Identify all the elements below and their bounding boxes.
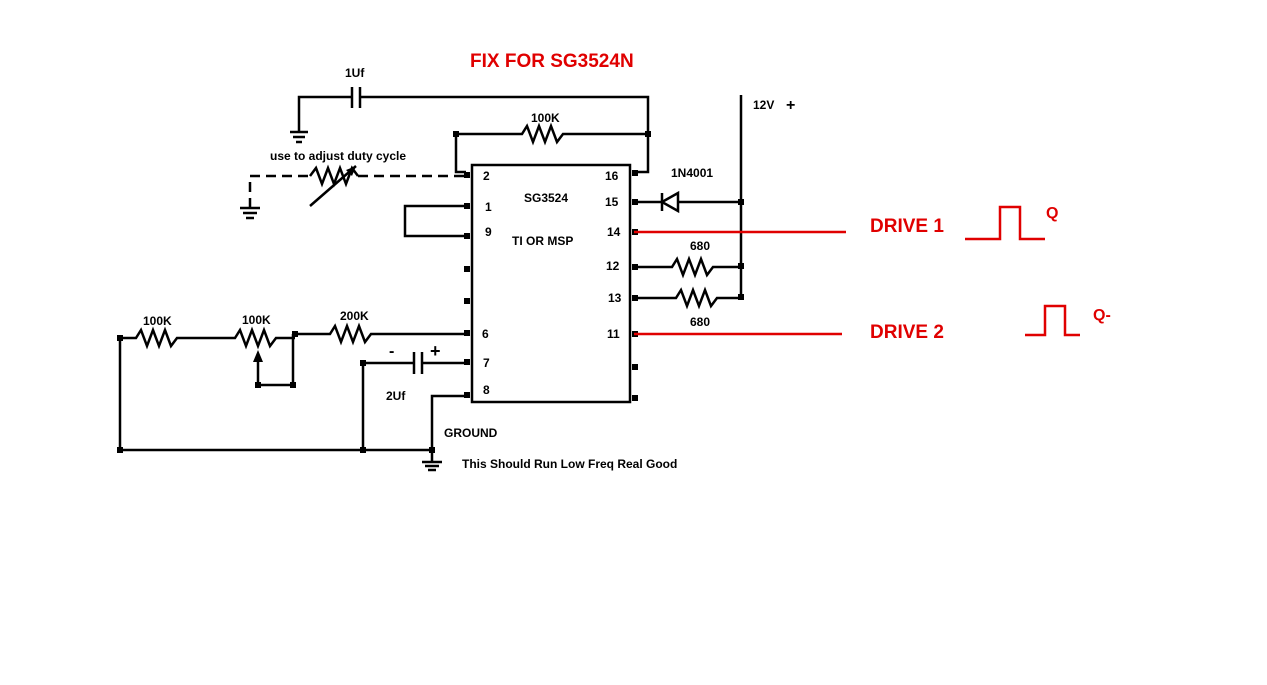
pin-label-7: 7 bbox=[483, 356, 490, 370]
pin-label-2: 2 bbox=[483, 169, 490, 183]
res-200k-label: 200K bbox=[340, 309, 369, 323]
resistor-680-b bbox=[634, 286, 741, 310]
drive2-waveform bbox=[1025, 304, 1080, 337]
comment-text: This Should Run Low Freq Real Good bbox=[462, 457, 677, 471]
pin-label-15: 15 bbox=[605, 195, 619, 209]
pin-label-11: 11 bbox=[607, 327, 620, 341]
pot-duty-cycle bbox=[248, 164, 466, 208]
ic-body bbox=[470, 163, 632, 404]
diode-label: 1N4001 bbox=[671, 166, 713, 180]
pin-label-8: 8 bbox=[483, 383, 490, 397]
ground-label: GROUND bbox=[444, 426, 498, 440]
pin-label-1: 1 bbox=[485, 200, 492, 214]
cap-2uf-plus: + bbox=[430, 341, 441, 361]
pin-label-9: 9 bbox=[485, 225, 492, 239]
cap-1uf-label: 1Uf bbox=[345, 66, 365, 80]
capacitor-1uf bbox=[297, 87, 650, 134]
ground-bus bbox=[117, 338, 466, 462]
diode-1n4001 bbox=[634, 190, 741, 214]
pin-label-12: 12 bbox=[606, 259, 620, 273]
duty-cycle-note: use to adjust duty cycle bbox=[270, 149, 406, 163]
drive1-signal: Q bbox=[1046, 205, 1058, 222]
capacitor-2uf bbox=[360, 352, 466, 450]
res-100k-feedback-label: 100K bbox=[531, 111, 560, 125]
pot-100k-timing bbox=[205, 326, 298, 388]
supply-rail-12v bbox=[738, 95, 744, 300]
pot-100k-timing-label: 100K bbox=[242, 313, 271, 327]
ground-symbol-top bbox=[290, 130, 308, 144]
resistor-100k-timing bbox=[117, 326, 205, 350]
drive2-signal: Q- bbox=[1093, 307, 1111, 324]
pin-label-13: 13 bbox=[608, 291, 622, 305]
resistor-680-a bbox=[634, 255, 741, 279]
ground-symbol-duty bbox=[240, 206, 260, 220]
supply-label: 12V bbox=[753, 98, 774, 112]
ic-name: SG3524 bbox=[524, 191, 568, 205]
cap-2uf-minus: - bbox=[389, 343, 394, 360]
resistor-100k-feedback bbox=[453, 122, 651, 174]
page-title: FIX FOR SG3524N bbox=[470, 51, 634, 72]
supply-sign: + bbox=[786, 97, 795, 114]
ic-maker: TI OR MSP bbox=[512, 234, 573, 248]
res-680-a-label: 680 bbox=[690, 239, 710, 253]
drive2-label: DRIVE 2 bbox=[870, 322, 944, 343]
ground-symbol-main bbox=[422, 460, 442, 472]
pin1-pin9-link bbox=[403, 204, 466, 238]
cap-2uf-label: 2Uf bbox=[386, 389, 406, 403]
pin-label-14: 14 bbox=[607, 225, 621, 239]
drive1-waveform bbox=[965, 205, 1045, 241]
pin-label-16: 16 bbox=[605, 169, 619, 183]
res-680-b-label: 680 bbox=[690, 315, 710, 329]
res-100k-timing-label: 100K bbox=[143, 314, 172, 328]
resistor-200k bbox=[295, 322, 466, 346]
drive1-label: DRIVE 1 bbox=[870, 216, 944, 237]
pin-label-6: 6 bbox=[482, 327, 489, 341]
